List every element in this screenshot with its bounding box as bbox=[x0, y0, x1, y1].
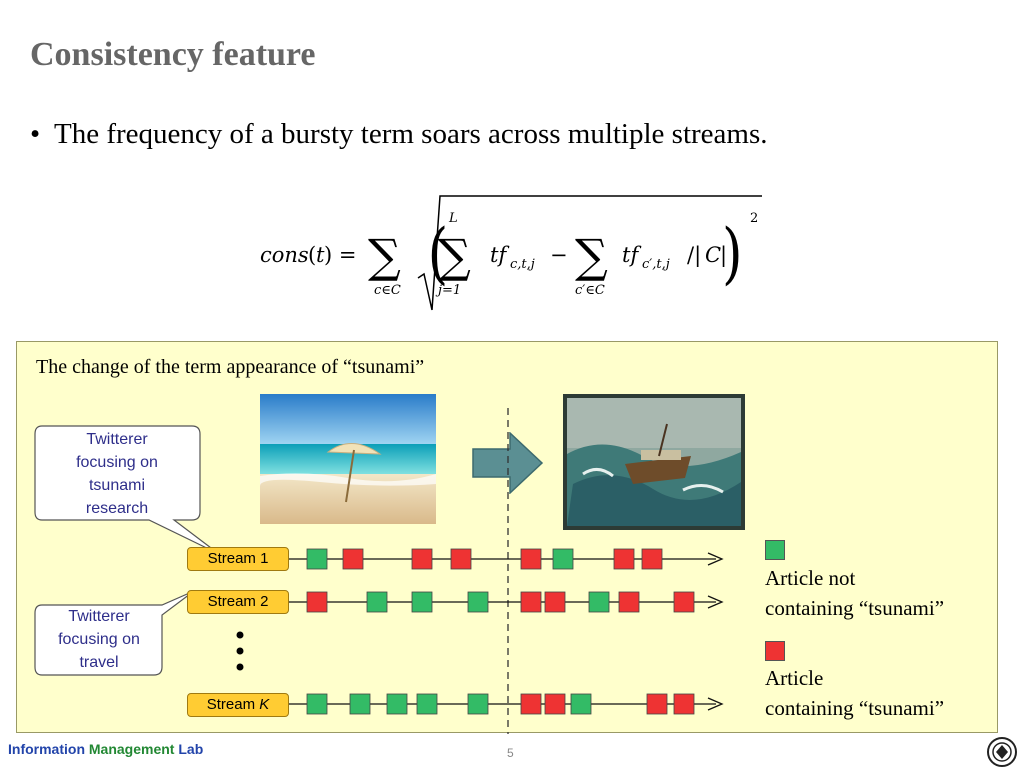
article-square-red bbox=[641, 548, 663, 570]
bullet-text: The frequency of a bursty term soars acr… bbox=[54, 118, 768, 150]
svg-text:/|: /| bbox=[687, 243, 701, 268]
consistency-formula: cons ( t ) = ∑ c∈C ∑ L j=1 ( tf c,t,j − … bbox=[260, 195, 762, 311]
article-square-red bbox=[342, 548, 364, 570]
svg-text:−: − bbox=[550, 243, 568, 267]
svg-text:tf: tf bbox=[622, 243, 641, 267]
bullet-point: • The frequency of a bursty term soars ac… bbox=[30, 118, 768, 151]
callout-bubble-2 bbox=[34, 590, 195, 676]
article-square-green bbox=[570, 693, 592, 715]
stream-1-arrowhead-icon bbox=[707, 552, 724, 566]
article-square-red bbox=[306, 591, 328, 613]
article-square-red bbox=[673, 591, 695, 613]
svg-text:c,t,j: c,t,j bbox=[510, 257, 535, 272]
article-square-red bbox=[544, 591, 566, 613]
article-square-red bbox=[646, 693, 668, 715]
svg-text:|: | bbox=[720, 243, 727, 268]
article-square-red bbox=[544, 693, 566, 715]
svg-text:tf: tf bbox=[490, 243, 509, 267]
svg-text:) =: ) = bbox=[324, 243, 356, 267]
beach-photo bbox=[260, 394, 436, 524]
article-square-green bbox=[467, 591, 489, 613]
callout-tsunami-research: Twitterer focusing on tsunami research bbox=[76, 431, 158, 517]
svg-text:t: t bbox=[316, 243, 325, 267]
svg-text:c′∈C: c′∈C bbox=[575, 283, 605, 298]
svg-text:C: C bbox=[705, 243, 721, 267]
panel-caption: The change of the term appearance of “ts… bbox=[36, 356, 425, 378]
page-number: 5 bbox=[507, 746, 514, 760]
slide-title: Consistency feature bbox=[30, 36, 316, 73]
stream-2-arrowhead-icon bbox=[707, 595, 724, 609]
article-square-green bbox=[306, 693, 328, 715]
svg-text:j=1: j=1 bbox=[435, 283, 461, 298]
university-seal-icon bbox=[987, 737, 1017, 767]
lab-word-management: Management bbox=[88, 741, 175, 757]
more-streams-ellipsis-icon bbox=[236, 631, 244, 671]
article-square-red bbox=[673, 693, 695, 715]
article-square-green bbox=[366, 591, 388, 613]
article-square-red bbox=[411, 548, 433, 570]
svg-text:∑: ∑ bbox=[438, 229, 471, 283]
stream-k-prefix: Stream bbox=[206, 696, 260, 713]
lab-word-lab: Lab bbox=[178, 741, 204, 757]
svg-text:L: L bbox=[448, 211, 458, 226]
legend-not-containing: Article not containing “tsunami” bbox=[765, 566, 945, 620]
article-square-red bbox=[520, 591, 542, 613]
article-square-red bbox=[520, 548, 542, 570]
article-square-red bbox=[450, 548, 472, 570]
article-square-green bbox=[467, 693, 489, 715]
legend-containing: Article containing “tsunami” bbox=[765, 666, 945, 720]
stream-k-italic: K bbox=[259, 696, 270, 713]
article-square-green bbox=[416, 693, 438, 715]
lab-word-information: Information bbox=[8, 741, 85, 757]
svg-text:∑: ∑ bbox=[575, 229, 608, 283]
example-panel bbox=[16, 341, 998, 733]
stream-3-arrowhead-icon bbox=[707, 697, 724, 711]
callout-bubble-1 bbox=[34, 425, 220, 555]
stream-k-label: Stream K bbox=[187, 693, 289, 717]
svg-text:): ) bbox=[722, 216, 743, 292]
shipwreck-painting bbox=[563, 394, 745, 530]
bullet-dot: • bbox=[30, 118, 41, 150]
legend-green-swatch bbox=[765, 540, 785, 560]
article-square-red bbox=[520, 693, 542, 715]
article-square-green bbox=[306, 548, 328, 570]
article-square-green bbox=[349, 693, 371, 715]
article-square-green bbox=[552, 548, 574, 570]
stream-2-label: Stream 2 bbox=[187, 590, 289, 614]
time-divider bbox=[507, 408, 509, 734]
svg-text:2: 2 bbox=[750, 211, 758, 226]
svg-text:(: ( bbox=[428, 216, 449, 292]
svg-text:∑: ∑ bbox=[368, 229, 401, 283]
article-square-green bbox=[386, 693, 408, 715]
article-square-green bbox=[588, 591, 610, 613]
stream-1-label: Stream 1 bbox=[187, 547, 289, 571]
legend-red-swatch bbox=[765, 641, 785, 661]
svg-text:(: ( bbox=[308, 243, 316, 267]
article-square-red bbox=[613, 548, 635, 570]
article-square-green bbox=[411, 591, 433, 613]
article-square-red bbox=[618, 591, 640, 613]
lab-logo-text: Information Management Lab bbox=[8, 741, 203, 757]
callout-travel: Twitterer focusing on travel bbox=[58, 608, 140, 671]
svg-text:c∈C: c∈C bbox=[374, 283, 401, 298]
svg-text:c′,t,j: c′,t,j bbox=[642, 257, 670, 272]
svg-text:cons: cons bbox=[260, 243, 309, 267]
